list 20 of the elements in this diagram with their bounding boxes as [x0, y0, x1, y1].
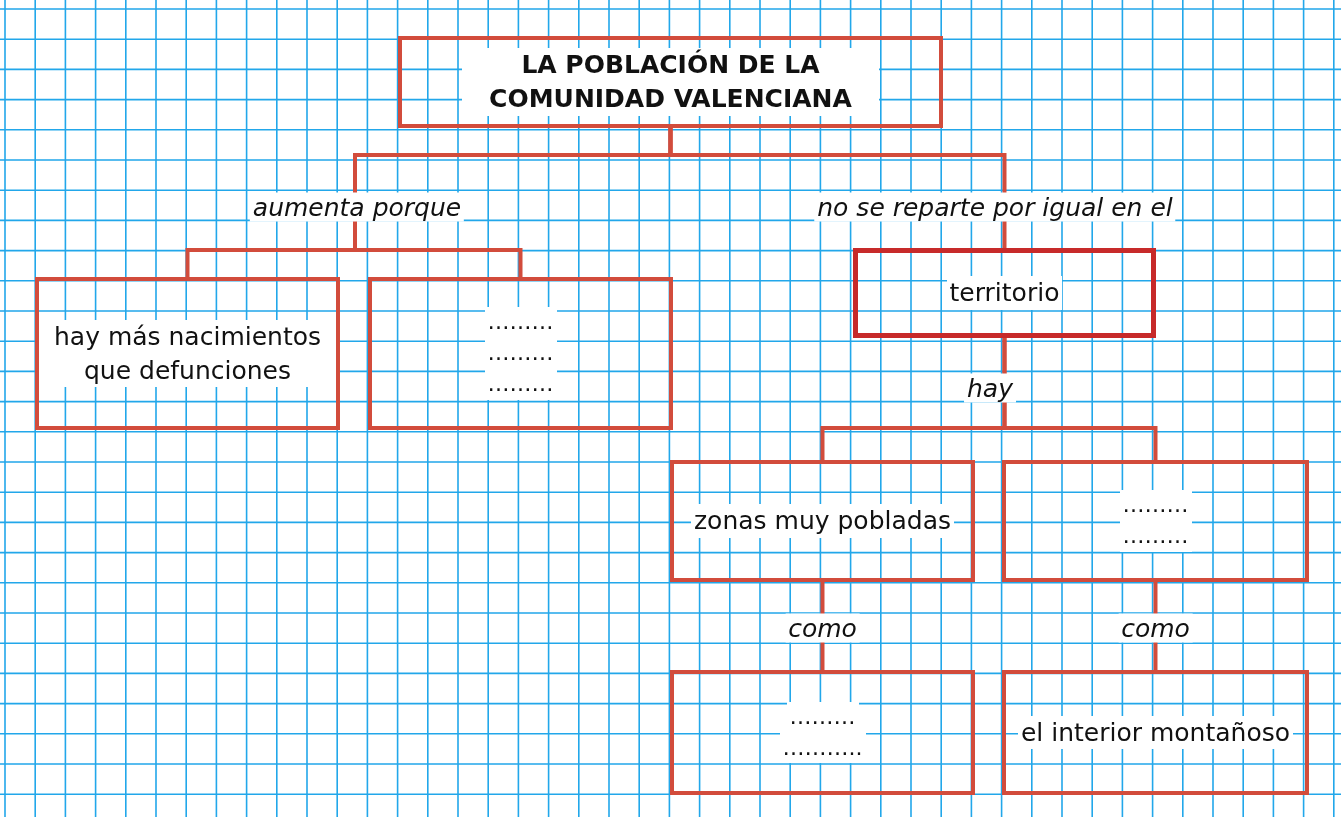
connector-line: [668, 128, 1007, 248]
edge-label: como: [1118, 613, 1193, 643]
edge-label: no se reparte por igual en el: [814, 192, 1176, 222]
concept-box: [368, 277, 673, 430]
connector-line: [1002, 338, 1158, 460]
concept-text: el interior montañoso: [1017, 715, 1294, 750]
concept-box: [853, 248, 1156, 338]
concept-box: [1002, 460, 1309, 582]
edge-label: como: [785, 613, 860, 643]
concept-text: hay más nacimientos que defunciones: [39, 319, 336, 388]
concept-text: zonas muy pobladas: [691, 504, 954, 538]
concept-box: [1002, 670, 1309, 795]
edge-label: aumenta porque: [249, 192, 465, 222]
concept-box: [670, 670, 975, 795]
title-text: LA POBLACIÓN DE LA COMUNIDAD VALENCIANA: [462, 48, 879, 116]
concept-text: territorio: [946, 276, 1063, 310]
concept-box: [670, 460, 975, 582]
concept-box: [35, 277, 340, 430]
edge-label: hay: [964, 373, 1016, 403]
title-box: [398, 36, 943, 128]
